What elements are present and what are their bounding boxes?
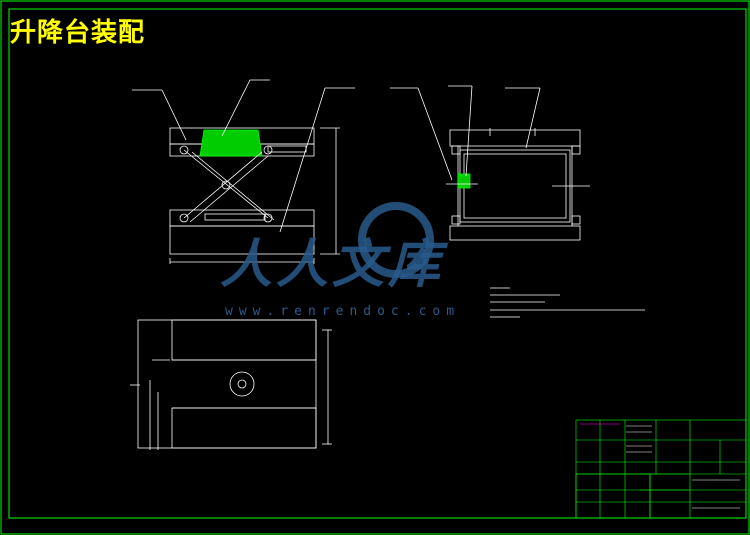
top-view	[130, 319, 332, 450]
drawing-frame	[8, 8, 747, 519]
title-block	[575, 419, 747, 519]
technical-notes	[490, 287, 645, 318]
watermark-text: 人人文库	[220, 234, 445, 295]
side-view	[390, 85, 590, 241]
drawing-title: 升降台装配	[10, 18, 146, 48]
watermark-url: www.renrendoc.com	[225, 304, 461, 319]
watermark-circle	[358, 202, 434, 278]
left-title-block	[575, 473, 690, 519]
front-view	[132, 79, 355, 264]
